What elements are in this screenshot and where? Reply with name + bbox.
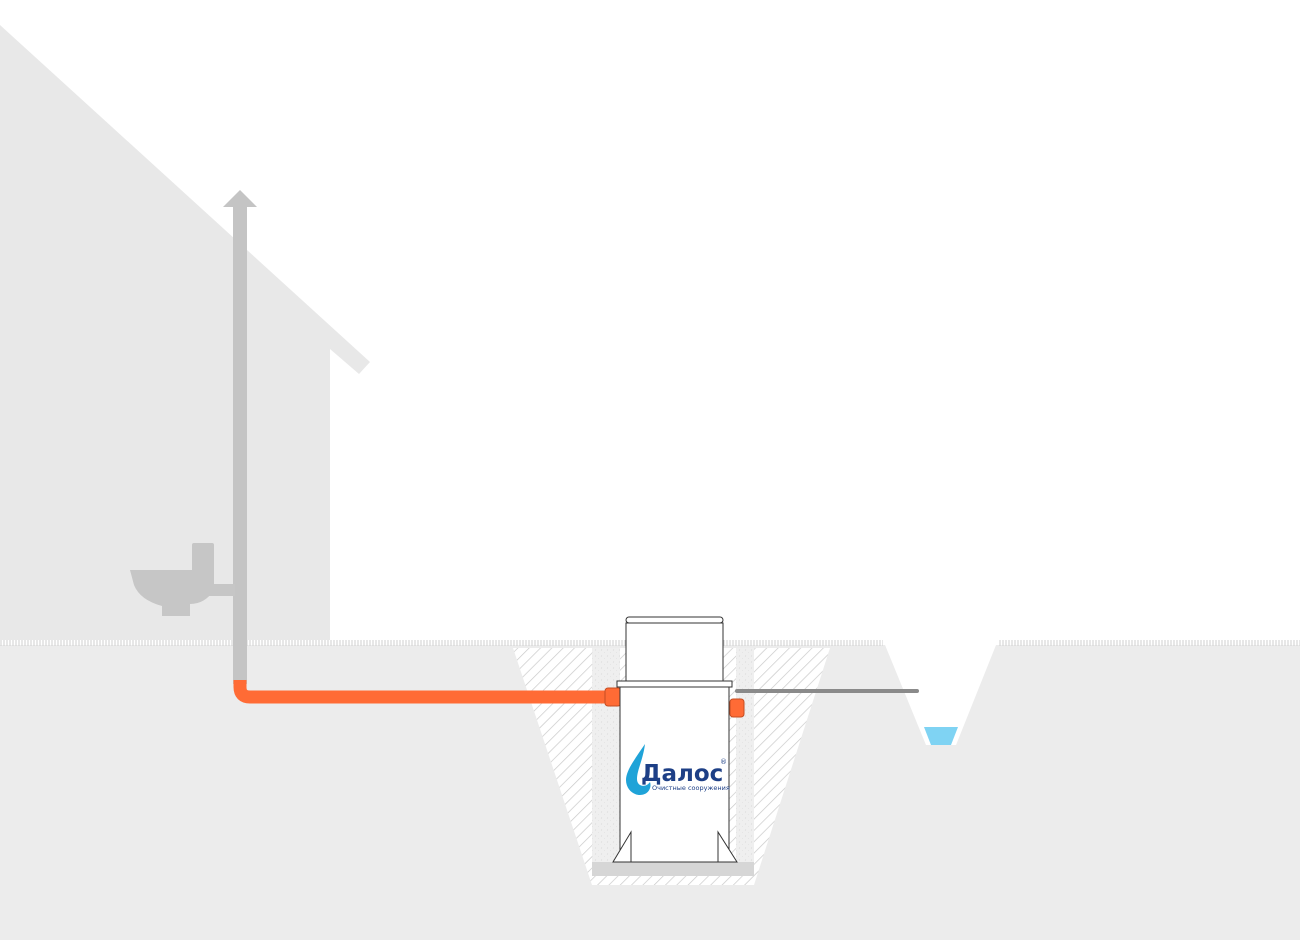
sewer-pipe — [233, 680, 612, 704]
arrow-up-icon — [223, 190, 257, 207]
concrete-base — [592, 862, 754, 876]
brand-name: Далос — [641, 761, 723, 787]
toilet-icon — [130, 543, 235, 616]
ground-grass-line-left — [0, 640, 883, 646]
septic-tank — [612, 616, 738, 863]
inlet-coupling — [604, 687, 622, 707]
brand-logo: Далос ® Очистные сооружения — [626, 744, 730, 795]
ditch-water — [924, 727, 958, 745]
house-silhouette — [0, 25, 370, 640]
drainage-ditch — [883, 640, 998, 745]
vent-pipe — [233, 206, 247, 684]
sand-backfill-right — [736, 648, 754, 870]
outlet-coupling — [729, 698, 745, 718]
sand-backfill-left — [592, 648, 620, 870]
water-drop-icon — [626, 744, 651, 795]
ground-grass-line-right — [998, 640, 1300, 646]
brand-registered-mark: ® — [720, 758, 727, 766]
brand-tagline: Очистные сооружения — [652, 784, 730, 792]
